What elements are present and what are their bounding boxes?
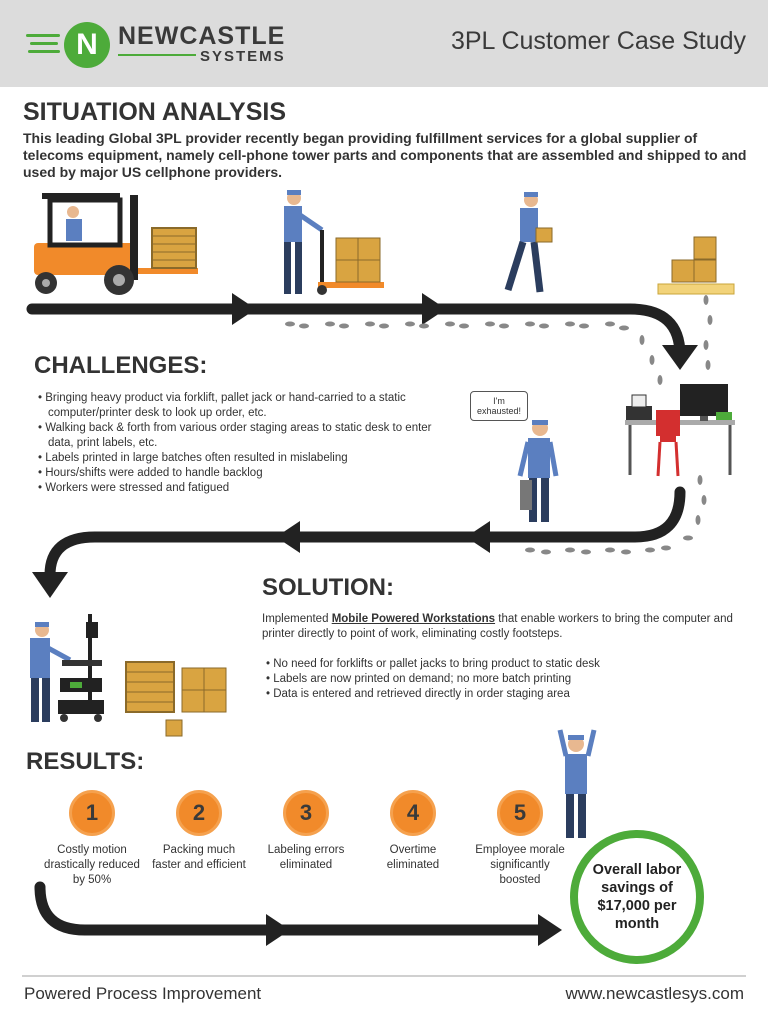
arrow-head xyxy=(232,293,256,325)
list-item: Labels printed in large batches often re… xyxy=(34,451,454,466)
arrow-head xyxy=(276,521,300,553)
flow-arrow-top xyxy=(26,303,686,361)
solution-list: No need for forklifts or pallet jacks to… xyxy=(262,657,742,702)
arrow-head xyxy=(32,572,68,598)
result-label-5: Employee morale significantly boosted xyxy=(475,844,565,886)
list-item: Workers were stressed and fatigued xyxy=(34,481,454,496)
challenges-heading: CHALLENGES: xyxy=(34,352,208,379)
footprints xyxy=(285,295,713,555)
result-number-3: 3 xyxy=(283,790,329,836)
solution-heading: SOLUTION: xyxy=(262,574,394,601)
mobile-workstation-illustration xyxy=(30,614,227,737)
logo-underline xyxy=(118,54,196,56)
arrow-head xyxy=(266,914,290,946)
speed-line xyxy=(28,50,60,53)
arrow-head xyxy=(538,914,562,946)
savings-text: Overall labor savings of $17,000 per mon… xyxy=(592,862,682,932)
static-desk-illustration xyxy=(625,384,735,477)
result-label-3: Labeling errors eliminated xyxy=(267,844,345,871)
pallet-boxes-illustration xyxy=(657,236,735,295)
result-label-4: Overtime eliminated xyxy=(386,844,440,871)
page-title: 3PL Customer Case Study xyxy=(450,27,746,55)
happy-worker-illustration xyxy=(557,729,597,838)
result-number-4: 4 xyxy=(390,790,436,836)
solution-intro-end: that enable workers to bring the compute… xyxy=(262,613,733,640)
list-item: Labels are now printed on demand; no mor… xyxy=(262,672,742,687)
situation-text: This leading Global 3PL provider recentl… xyxy=(23,130,747,180)
logo-name: NEWCASTLE xyxy=(118,22,286,50)
header-bar: N NEWCASTLE SYSTEMS 3PL Customer Case St… xyxy=(0,0,768,87)
solution-intro-start: Implemented xyxy=(262,613,332,625)
solution-intro: Implemented Mobile Powered Workstations … xyxy=(262,612,742,642)
speed-line xyxy=(30,42,58,45)
situation-heading: SITUATION ANALYSIS xyxy=(23,98,286,126)
mobile-workstations-link[interactable]: Mobile Powered Workstations xyxy=(331,613,496,625)
arrow-head xyxy=(662,345,698,370)
savings-badge: Overall labor savings of $17,000 per mon… xyxy=(570,830,704,964)
list-item: Bringing heavy product via forklift, pal… xyxy=(34,391,454,421)
result-number-1: 1 xyxy=(69,790,115,836)
list-item: Data is entered and retrieved directly i… xyxy=(262,687,742,702)
list-item: No need for forklifts or pallet jacks to… xyxy=(262,657,742,672)
speed-line xyxy=(26,34,60,37)
newcastle-logo[interactable]: N NEWCASTLE SYSTEMS xyxy=(26,20,296,70)
result-number-5: 5 xyxy=(497,790,543,836)
flow-arrow-middle xyxy=(44,486,686,581)
website-link[interactable]: www.newcastlesys.com xyxy=(565,984,744,1003)
arrow-head xyxy=(466,521,490,553)
results-heading: RESULTS: xyxy=(26,748,145,775)
result-label-1: Costly motion drastically reduced by 50% xyxy=(44,844,140,886)
footer-divider xyxy=(22,975,746,977)
footer-tagline: Powered Process Improvement xyxy=(24,984,262,1003)
challenges-list: Bringing heavy product via forklift, pal… xyxy=(34,391,454,496)
pallet-jack-worker-illustration xyxy=(284,190,384,295)
forklift-illustration xyxy=(34,193,198,295)
exhausted-worker-illustration xyxy=(517,420,559,522)
result-label-2: Packing much faster and efficient xyxy=(152,844,246,871)
speech-bubble: I'm exhausted! xyxy=(470,391,528,421)
carrying-worker-illustration xyxy=(504,192,553,293)
list-item: Hours/shifts were added to handle backlo… xyxy=(34,466,454,481)
result-number-2: 2 xyxy=(176,790,222,836)
logo-subtitle: SYSTEMS xyxy=(200,48,286,65)
arrow-head xyxy=(422,293,446,325)
flow-arrow-results xyxy=(34,881,546,936)
logo-mark: N xyxy=(64,22,110,68)
list-item: Walking back & forth from various order … xyxy=(34,421,454,451)
